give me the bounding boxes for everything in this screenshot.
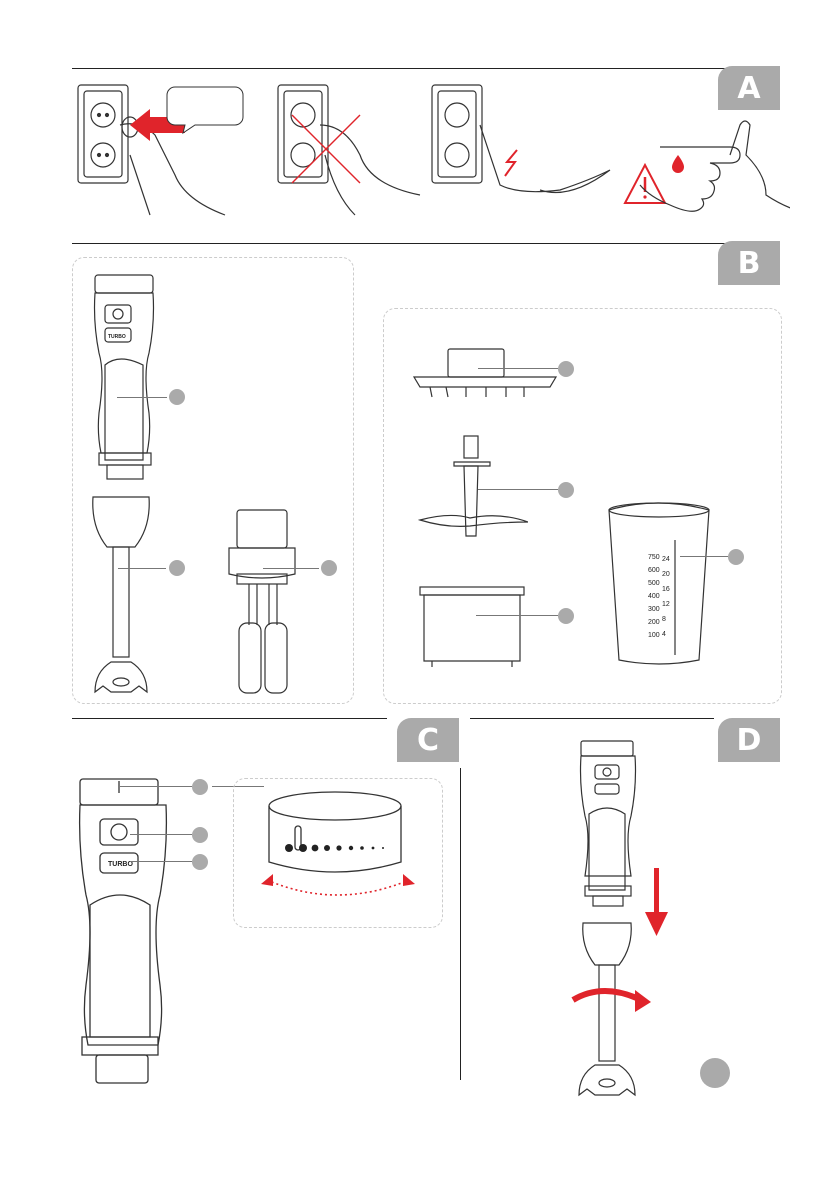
motor-handle-illustration	[93, 274, 155, 480]
beaker-scale-left: 750 600 500 400 300 200 100	[648, 554, 678, 639]
whisk-illustration	[228, 509, 296, 694]
scale-mark: 24	[662, 556, 670, 563]
beaker-illustration	[608, 502, 710, 665]
scale-mark: 12	[662, 601, 670, 608]
turbo-label-small: TURBO	[108, 334, 126, 340]
section-divider	[460, 768, 461, 1080]
section-c-tab: C	[397, 718, 459, 762]
callout-dot	[169, 560, 185, 576]
scale-mark: 200	[648, 619, 660, 626]
scale-mark: 4	[662, 631, 666, 638]
spark-icon	[504, 149, 518, 177]
scale-mark: 20	[662, 571, 670, 578]
step-badge	[700, 1058, 730, 1088]
callout-line	[478, 368, 558, 369]
section-c-rule	[72, 718, 387, 719]
callout-line	[130, 861, 192, 862]
scale-mark: 500	[648, 580, 660, 587]
callout-line	[263, 568, 319, 569]
callout-line	[130, 834, 192, 835]
hand-cut-icon	[639, 120, 790, 212]
motor-handle-large-illustration	[78, 778, 168, 1084]
callout-dot	[192, 779, 208, 795]
callout-dot	[558, 361, 574, 377]
callout-dot	[558, 482, 574, 498]
scale-mark: 600	[648, 567, 660, 574]
scale-mark: 300	[648, 606, 660, 613]
scale-mark: 750	[648, 554, 660, 561]
speed-dial-illustration	[261, 791, 415, 896]
blender-shaft-illustration	[92, 496, 150, 694]
callout-dot	[192, 827, 208, 843]
callout-line	[680, 556, 728, 557]
section-a-tab: A	[718, 66, 780, 110]
rotate-arrow-icon	[266, 879, 410, 896]
accessories-box	[383, 308, 782, 704]
chopper-lid-illustration	[412, 348, 558, 398]
wall-socket-icon	[277, 84, 421, 216]
scale-mark: 100	[648, 632, 660, 639]
section-b-rule	[72, 243, 780, 244]
chopper-blade-illustration	[418, 435, 528, 537]
safety-illustrations	[77, 84, 790, 216]
turbo-label: TURBO	[108, 861, 133, 868]
section-b-tab: B	[718, 241, 780, 285]
speed-dial-box	[233, 778, 443, 928]
down-arrow-icon	[645, 868, 668, 936]
blood-drop-icon	[672, 155, 684, 173]
cross-icon	[291, 114, 361, 184]
scale-mark: 400	[648, 593, 660, 600]
callout-dot	[192, 854, 208, 870]
warning-icon	[623, 162, 667, 204]
section-d-rule	[470, 718, 714, 719]
callout-dot	[321, 560, 337, 576]
motor-handle-small-illustration	[579, 740, 637, 907]
section-a-rule	[72, 68, 780, 69]
blender-parts-box	[72, 257, 354, 704]
scale-mark: 8	[662, 616, 666, 623]
rotate-arrow-icon	[571, 988, 643, 1003]
blender-shaft-small-illustration	[571, 922, 651, 1097]
callout-dot	[558, 608, 574, 624]
beaker-scale-right: 24 20 16 12 8 4	[662, 556, 682, 638]
callout-line	[118, 568, 166, 569]
callout-line	[117, 397, 167, 398]
section-d-tab: D	[718, 718, 780, 762]
callout-line	[476, 615, 558, 616]
wall-socket-icon	[431, 84, 611, 194]
chopper-bowl-illustration	[419, 586, 525, 667]
speech-bubble-icon	[166, 86, 244, 135]
scale-mark: 16	[662, 586, 670, 593]
callout-dot	[728, 549, 744, 565]
callout-line	[120, 786, 192, 787]
callout-line	[478, 489, 558, 490]
callout-dot	[169, 389, 185, 405]
